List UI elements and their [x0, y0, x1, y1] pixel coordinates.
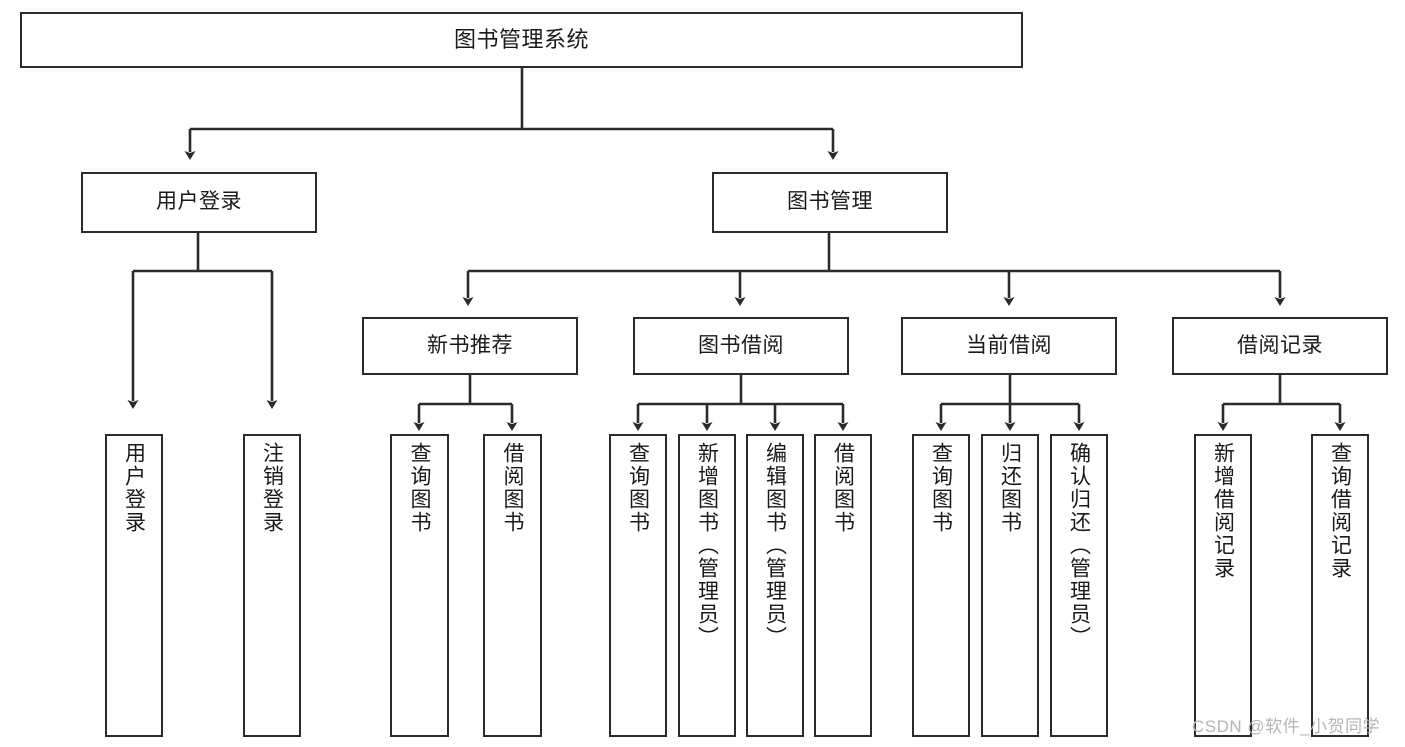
leaf-book-borrow-3-label: 编辑图书（管理员） — [763, 442, 787, 649]
node-borrow-record-label: 借阅记录 — [1237, 333, 1323, 357]
leaf-book-borrow-4-label: 借阅图书 — [831, 442, 855, 534]
leaf-user-login-1-label: 用户登录 — [122, 442, 146, 534]
leaf-current-borrow-1-label: 查询图书 — [929, 442, 953, 534]
watermark-text: CSDN @软件_小贺同学 — [1192, 717, 1381, 736]
node-user-login-label: 用户登录 — [156, 190, 242, 214]
leaf-borrow-record-1[interactable]: 新增借阅记录 — [1194, 434, 1252, 737]
leaf-user-login-1[interactable]: 用户登录 — [105, 434, 163, 737]
leaf-book-borrow-1-label: 查询图书 — [626, 442, 650, 534]
leaf-borrow-record-2-label: 查询借阅记录 — [1328, 442, 1352, 580]
node-current-borrow-label: 当前借阅 — [966, 333, 1052, 357]
leaf-book-borrow-1[interactable]: 查询图书 — [609, 434, 667, 737]
leaf-current-borrow-3[interactable]: 确认归还（管理员） — [1050, 434, 1108, 737]
node-root-label: 图书管理系统 — [453, 27, 589, 53]
leaf-current-borrow-2[interactable]: 归还图书 — [981, 434, 1039, 737]
leaf-borrow-record-2[interactable]: 查询借阅记录 — [1311, 434, 1369, 737]
node-user-login[interactable]: 用户登录 — [81, 172, 317, 233]
node-new-book-recommend[interactable]: 新书推荐 — [362, 317, 578, 375]
leaf-user-login-2-label: 注销登录 — [260, 442, 284, 534]
leaf-book-borrow-4[interactable]: 借阅图书 — [814, 434, 872, 737]
node-book-borrow[interactable]: 图书借阅 — [633, 317, 849, 375]
leaf-book-borrow-2[interactable]: 新增图书（管理员） — [678, 434, 736, 737]
leaf-current-borrow-3-label: 确认归还（管理员） — [1067, 442, 1091, 649]
leaf-borrow-record-1-label: 新增借阅记录 — [1211, 442, 1235, 580]
node-book-manage-label: 图书管理 — [787, 190, 873, 214]
leaf-user-login-2[interactable]: 注销登录 — [243, 434, 301, 737]
node-current-borrow[interactable]: 当前借阅 — [901, 317, 1117, 375]
node-borrow-record[interactable]: 借阅记录 — [1172, 317, 1388, 375]
leaf-new-book-2[interactable]: 借阅图书 — [483, 434, 542, 737]
leaf-current-borrow-1[interactable]: 查询图书 — [912, 434, 970, 737]
node-book-manage[interactable]: 图书管理 — [712, 172, 948, 233]
node-new-book-recommend-label: 新书推荐 — [427, 333, 513, 357]
leaf-book-borrow-3[interactable]: 编辑图书（管理员） — [746, 434, 804, 737]
leaf-book-borrow-2-label: 新增图书（管理员） — [695, 442, 719, 649]
node-book-borrow-label: 图书借阅 — [698, 333, 784, 357]
leaf-new-book-1[interactable]: 查询图书 — [390, 434, 449, 737]
node-root[interactable]: 图书管理系统 — [20, 12, 1023, 68]
leaf-new-book-1-label: 查询图书 — [408, 442, 431, 534]
leaf-current-borrow-2-label: 归还图书 — [998, 442, 1022, 534]
leaf-new-book-2-label: 借阅图书 — [501, 442, 524, 534]
